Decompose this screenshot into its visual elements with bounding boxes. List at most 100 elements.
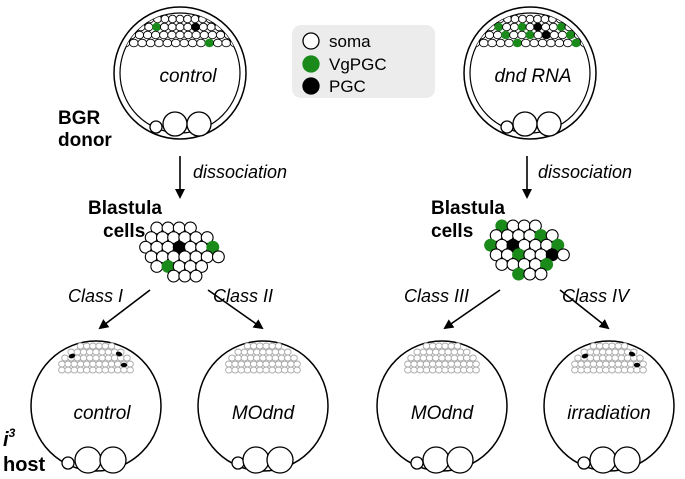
host-cap-cell: [608, 366, 616, 374]
host-cap-cell: [277, 354, 286, 362]
host-cap-cell: [435, 342, 443, 350]
host-cap-cell: [73, 348, 82, 356]
host-cap-cell: [450, 354, 459, 362]
row-label-donor: donor: [58, 130, 112, 151]
host-cap-cell: [602, 360, 610, 368]
soma-cell: [175, 30, 185, 40]
class-iii-label: Class III: [404, 286, 469, 306]
host-cap-cell: [595, 360, 604, 368]
soma-cell: [183, 22, 193, 32]
host-cap-cell: [228, 354, 236, 362]
host-cap-cell: [98, 348, 106, 356]
soma-cell: [142, 30, 153, 40]
host-cap-cell: [425, 348, 434, 356]
soma-cell: [134, 30, 145, 40]
soma-cell: [160, 14, 170, 24]
host-cap-cell: [113, 360, 122, 368]
host-cap-cell: [639, 360, 647, 368]
host-cap-cell: [608, 342, 616, 350]
host-cap-cell: [259, 348, 267, 356]
host-cap-cell: [123, 354, 131, 362]
soma-cell: [137, 38, 148, 48]
host-cap-cell: [410, 366, 418, 374]
host-cap-cell: [413, 348, 421, 356]
host-cap-cell: [605, 354, 613, 362]
soma-cell: [151, 30, 161, 40]
svg-text:soma: soma: [329, 32, 371, 51]
host-cap-cell: [265, 348, 273, 356]
host-cap-cell: [404, 366, 412, 374]
host-cap-cell: [416, 366, 425, 374]
host-cap-cell: [453, 366, 462, 374]
host-cap-cell: [438, 354, 446, 362]
soma-cell: [533, 14, 542, 24]
host-cap-cell: [583, 360, 592, 368]
host-cap-cell: [277, 348, 286, 356]
host-cap-cell: [447, 342, 456, 350]
host-cap-cell: [466, 360, 474, 368]
host-cap-cell: [592, 354, 601, 362]
host-cap-cell: [268, 366, 277, 374]
class-iii-arrow: [443, 289, 501, 330]
soma-cell: [509, 30, 519, 40]
host-cap-cell: [456, 348, 465, 356]
host-cap-cell: [253, 348, 261, 356]
host-cap-cell: [617, 348, 626, 356]
soma-cell: [145, 38, 156, 48]
host-cap-cell: [107, 360, 116, 368]
host-cap-cell: [243, 342, 252, 350]
host-cap-cell: [639, 366, 647, 374]
soma-cell: [487, 38, 498, 48]
host-cap-cell: [76, 360, 85, 368]
host-cap-cell: [453, 342, 462, 350]
host-cap-cell: [419, 354, 428, 362]
soma-cell: [495, 38, 506, 48]
soma-cell: [183, 14, 192, 24]
host-cap-cell: [101, 342, 110, 350]
host-pgc-mark: [115, 351, 123, 357]
pgc-cell: [541, 30, 551, 40]
host-cap-cell: [463, 354, 471, 362]
host-cap-cell: [432, 354, 440, 362]
vgpgc-cell: [525, 30, 535, 40]
host-cap-cell: [240, 354, 249, 362]
class-iv-arrow: [559, 289, 610, 330]
host-cap-cell: [605, 348, 613, 356]
host-cap-cell: [626, 360, 635, 368]
blastoderm-cap: [470, 14, 590, 48]
soma-cell: [179, 38, 190, 48]
donor-label-control: control: [159, 66, 217, 87]
host-cap-cell: [101, 360, 110, 368]
dissociation-label-left: dissociation: [193, 162, 287, 182]
soma-cell: [167, 30, 177, 40]
soma-cell: [189, 269, 203, 283]
host-pgc-mark: [628, 351, 636, 357]
donor-embryo-dnd-rna: dnd RNA: [463, 6, 597, 140]
host-cap-cell: [82, 360, 91, 368]
host-cap-cell: [89, 366, 97, 374]
host-cap-cell: [280, 360, 289, 368]
host-cap-cell: [58, 366, 66, 374]
host-cap-cell: [633, 366, 641, 374]
host-cap-cell: [577, 366, 585, 374]
host-cap-cell: [61, 354, 69, 362]
legend: soma VgPGC PGC: [292, 25, 435, 98]
host-cap-cell: [466, 366, 474, 374]
host-cap-cell: [262, 366, 270, 374]
host-cap-cell: [82, 366, 91, 374]
host-cap-cell: [589, 342, 598, 350]
host-cap-cell: [253, 354, 261, 362]
host-blastoderm-cap: [571, 342, 647, 374]
vgpgc-cell: [540, 257, 554, 271]
host-cap-cell: [287, 366, 295, 374]
host-embryo-control: control: [30, 340, 162, 474]
host-embryo-modnd-2: MOdnd: [376, 340, 508, 474]
host-cap-cell: [459, 366, 468, 374]
host-cap-cell: [249, 342, 258, 350]
host-cap-cell: [435, 360, 443, 368]
host-cap-cell: [602, 366, 610, 374]
blastula-cell-cluster-dnd: [484, 219, 570, 281]
host-cap-cell: [404, 360, 412, 368]
host-cap-cell: [636, 354, 644, 362]
host-cap-cell: [243, 366, 252, 374]
